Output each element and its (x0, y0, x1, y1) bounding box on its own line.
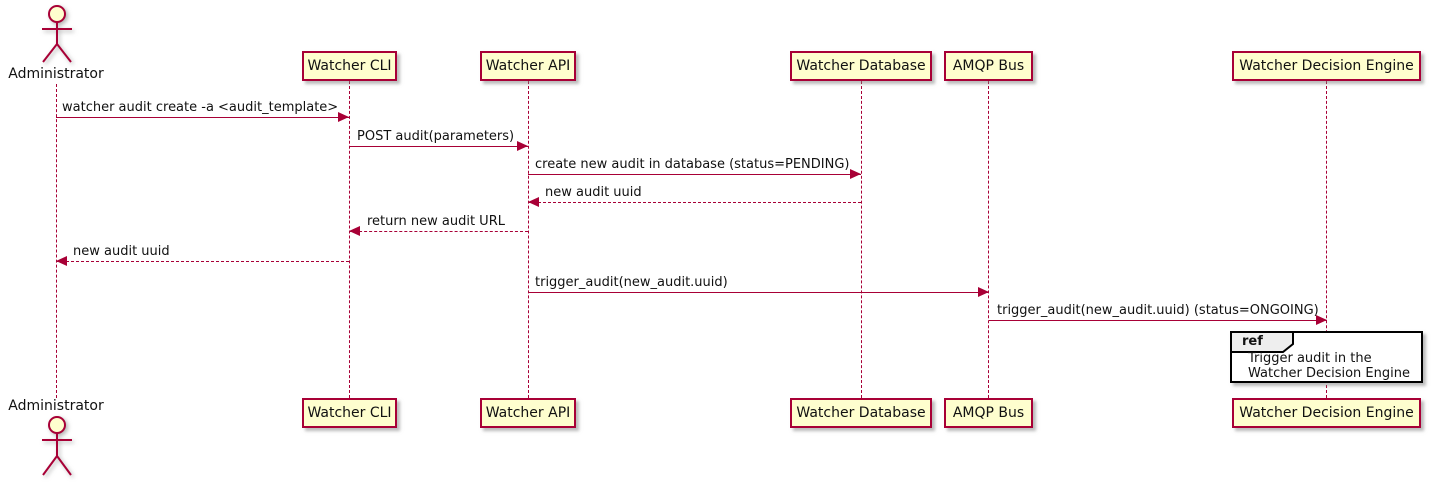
ref-text-line-2: Watcher Decision Engine (1248, 366, 1410, 381)
ref-fragment: ref Trigger audit in the Watcher Decisio… (1230, 331, 1423, 383)
message-2-arrowhead-icon (517, 141, 528, 151)
participant-amqp-bus-bottom: AMQP Bus (944, 398, 1033, 428)
message-5-arrowhead-icon (349, 226, 360, 236)
lifeline-administrator (56, 84, 57, 398)
lifeline-watcher-decision-engine (1326, 81, 1327, 398)
message-4-line (528, 202, 861, 203)
message-1-label: watcher audit create -a <audit_template> (62, 100, 339, 115)
participant-watcher-decision-engine-top: Watcher Decision Engine (1232, 51, 1421, 81)
actor-icon-bottom (42, 416, 72, 476)
participant-watcher-api-bottom: Watcher API (480, 398, 576, 428)
participant-watcher-cli-top: Watcher CLI (302, 51, 397, 81)
participant-watcher-decision-engine-bottom: Watcher Decision Engine (1232, 398, 1421, 428)
lifeline-amqp-bus (988, 81, 989, 398)
message-1-line (56, 117, 349, 118)
ref-keyword: ref (1242, 334, 1263, 349)
message-2-label: POST audit(parameters) (357, 129, 515, 144)
message-4-label: new audit uuid (545, 185, 642, 200)
ref-tag-shape (1230, 331, 1294, 353)
lifeline-watcher-database (861, 81, 862, 398)
message-8-arrowhead-icon (1316, 315, 1327, 325)
ref-text: Trigger audit in the Watcher Decision En… (1248, 351, 1410, 381)
message-5-label: return new audit URL (367, 214, 505, 229)
message-3-line (528, 174, 861, 175)
message-3-arrowhead-icon (850, 169, 861, 179)
message-7-arrowhead-icon (978, 287, 989, 297)
message-8-line (989, 320, 1327, 321)
message-4-arrowhead-icon (528, 197, 539, 207)
participant-amqp-bus-top: AMQP Bus (944, 51, 1033, 81)
participant-watcher-database-top: Watcher Database (790, 51, 932, 81)
participant-watcher-api-top: Watcher API (480, 51, 576, 81)
message-7-line (528, 292, 989, 293)
message-7-label: trigger_audit(new_audit.uuid) (535, 275, 728, 290)
lifeline-watcher-api (528, 81, 529, 398)
message-6-label: new audit uuid (73, 244, 170, 259)
participant-watcher-cli-bottom: Watcher CLI (302, 398, 397, 428)
message-6-line (56, 261, 349, 262)
message-8-label: trigger_audit(new_audit.uuid) (status=ON… (997, 303, 1319, 318)
actor-icon-top (42, 5, 72, 63)
message-2-line (349, 146, 528, 147)
actor-label-top: Administrator (8, 66, 104, 82)
ref-text-line-1: Trigger audit in the (1248, 351, 1372, 366)
lifeline-watcher-cli (349, 81, 350, 398)
message-1-arrowhead-icon (338, 112, 349, 122)
message-6-arrowhead-icon (56, 256, 67, 266)
participant-watcher-database-bottom: Watcher Database (790, 398, 932, 428)
actor-label-bottom: Administrator (8, 398, 104, 414)
message-3-label: create new audit in database (status=PEN… (535, 157, 850, 172)
message-5-line (349, 231, 528, 232)
